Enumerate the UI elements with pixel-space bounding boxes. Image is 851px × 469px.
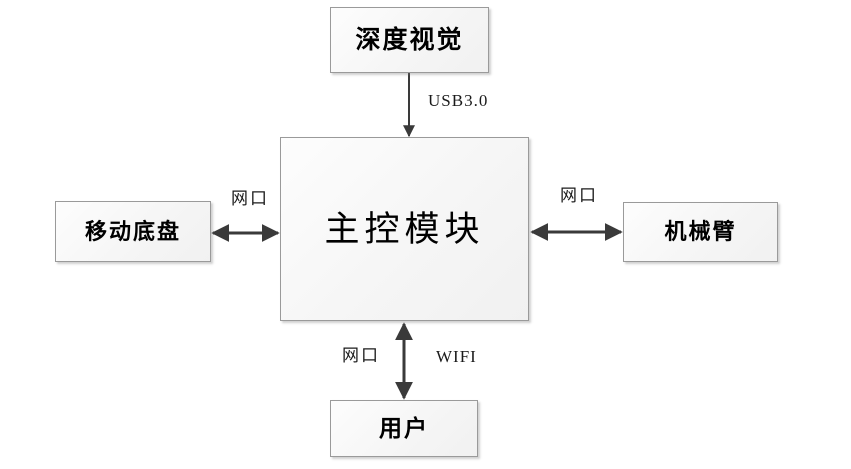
node-mobile-chassis-label: 移动底盘	[84, 218, 181, 244]
node-robotic-arm-label: 机械臂	[664, 219, 737, 244]
node-main-control-module-label: 主控模块	[324, 209, 485, 249]
node-depth-vision[interactable]: 深度视觉	[330, 7, 489, 73]
edge-label-wifi: WIFI	[436, 347, 477, 366]
node-mobile-chassis[interactable]: 移动底盘	[55, 201, 211, 262]
edge-label-usb3: USB3.0	[428, 91, 489, 110]
node-main-control-module[interactable]: 主控模块	[280, 137, 529, 321]
edge-label-network-port-left: 网口	[231, 189, 269, 208]
node-depth-vision-label: 深度视觉	[355, 26, 464, 54]
node-robotic-arm[interactable]: 机械臂	[623, 202, 778, 262]
edge-label-network-port-right: 网口	[560, 186, 598, 205]
node-user-label: 用户	[379, 416, 429, 441]
node-user[interactable]: 用户	[330, 400, 478, 457]
edge-label-network-port-bottom: 网口	[342, 346, 380, 365]
